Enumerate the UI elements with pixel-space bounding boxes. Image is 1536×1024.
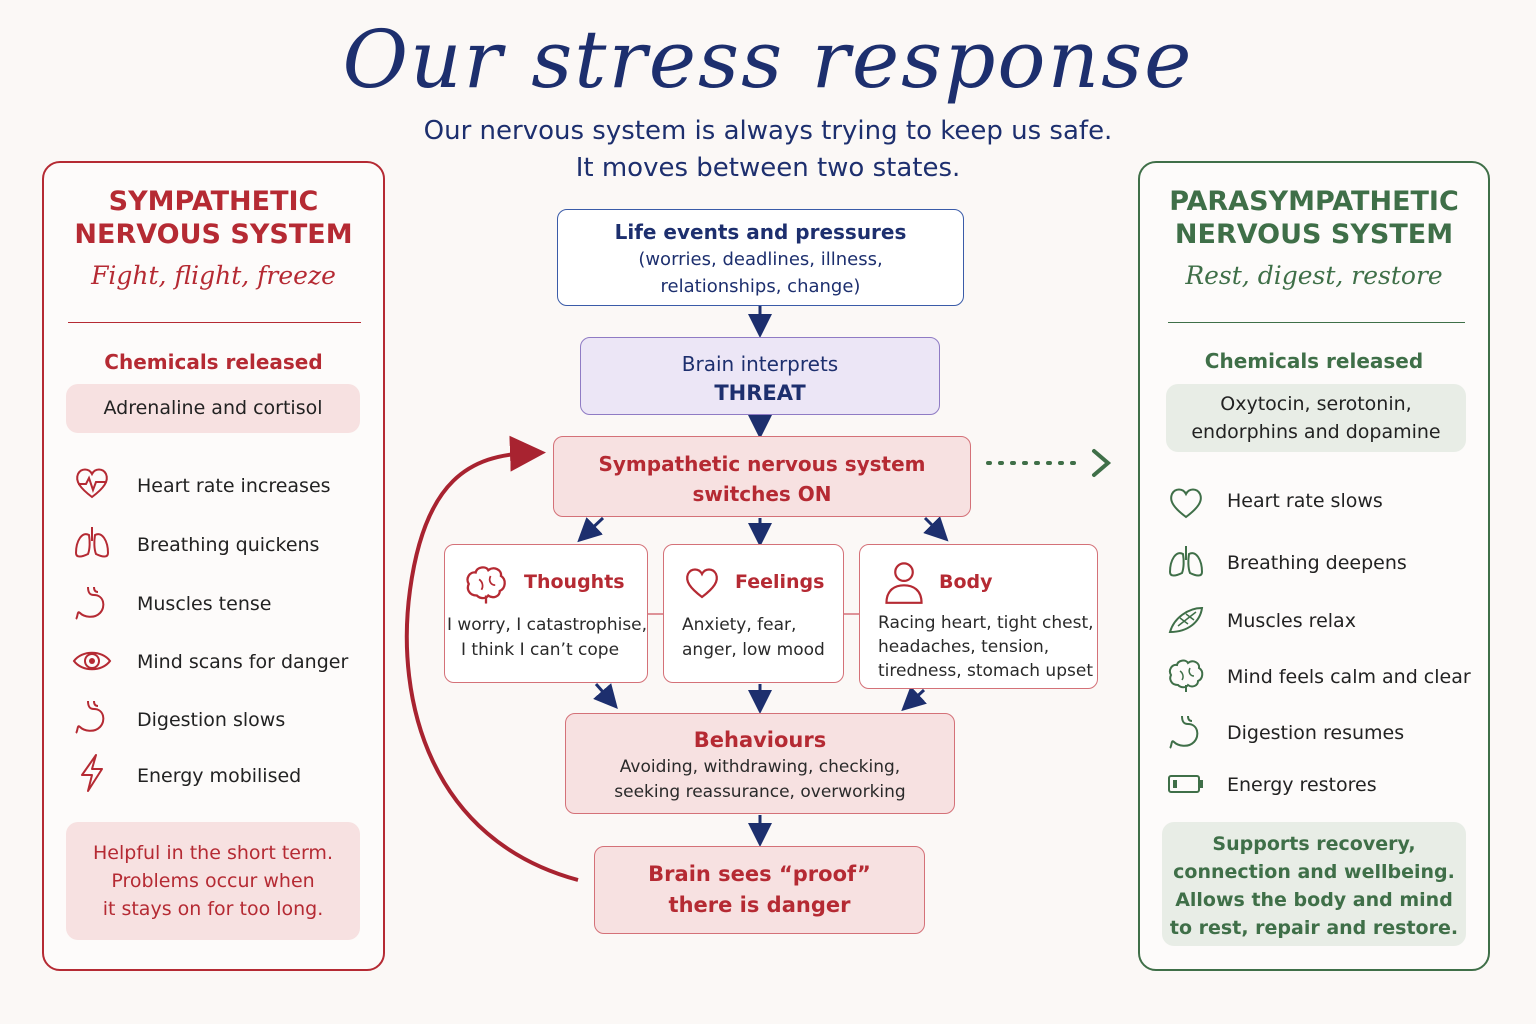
body-line: headaches, tension, (878, 637, 1050, 657)
note-line: Supports recovery, (1212, 833, 1416, 855)
person-icon (882, 559, 926, 609)
heart-icon (682, 563, 722, 607)
list-item: Heart rate slows (1227, 490, 1383, 512)
eye-icon (72, 641, 112, 685)
chemicals-line: endorphins and dopamine (1191, 421, 1441, 443)
heart-rate-icon (72, 463, 112, 507)
parasympathetic-note: Supports recovery, connection and wellbe… (1162, 822, 1466, 946)
page-title: Our stress response (342, 13, 1194, 106)
life-events-line: (worries, deadlines, illness, (638, 249, 883, 270)
lungs-icon (1166, 542, 1206, 586)
note-line: it stays on for too long. (102, 898, 324, 920)
stomach-icon (72, 583, 112, 627)
feelings-title: Feelings (735, 571, 825, 593)
life-events-box: Life events and pressures (worries, dead… (557, 209, 964, 306)
note-line: Problems occur when (111, 870, 315, 892)
life-events-title: Life events and pressures (614, 220, 907, 244)
chemicals-line: Oxytocin, serotonin, (1220, 393, 1412, 415)
parasympathetic-tagline: Rest, digest, restore (1185, 261, 1443, 290)
brain-icon (463, 561, 509, 611)
behaviours-title: Behaviours (693, 728, 827, 752)
sympathetic-panel: SYMPATHETIC NERVOUS SYSTEM Fight, flight… (42, 161, 385, 971)
threat-label: THREAT (714, 381, 806, 405)
parasympathetic-panel: PARASYMPATHETIC NERVOUS SYSTEM Rest, dig… (1138, 161, 1490, 971)
chemicals-box: Adrenaline and cortisol (66, 384, 360, 433)
feelings-box: Feelings Anxiety, fear, anger, low mood (663, 544, 844, 683)
list-item: Digestion resumes (1227, 722, 1405, 744)
body-box: Body Racing heart, tight chest, headache… (859, 544, 1098, 689)
chemicals-heading: Chemicals released (1204, 349, 1424, 373)
list-item: Heart rate increases (137, 475, 331, 497)
lightning-icon (72, 753, 112, 797)
note-line: Helpful in the short term. (93, 842, 333, 864)
feelings-line: Anxiety, fear, (682, 615, 797, 635)
list-item: Breathing deepens (1227, 552, 1407, 574)
note-line: Allows the body and mind (1175, 889, 1453, 911)
life-events-line: relationships, change) (660, 276, 861, 297)
subtitle-line-1: Our nervous system is always trying to k… (423, 116, 1113, 146)
sympathetic-switch-box: Sympathetic nervous system switches ON (553, 436, 971, 517)
list-item: Muscles tense (137, 593, 272, 615)
behaviours-line: Avoiding, withdrawing, checking, (619, 757, 901, 777)
feelings-line: anger, low mood (682, 640, 825, 660)
note-line: to rest, repair and restore. (1169, 917, 1459, 939)
stomach-icon (72, 697, 112, 741)
note-line: connection and wellbeing. (1173, 861, 1455, 883)
list-item: Energy mobilised (137, 765, 302, 787)
divider (1168, 322, 1465, 323)
sympathetic-tagline: Fight, flight, freeze (91, 261, 336, 290)
sympathetic-heading-1: SYMPATHETIC (108, 186, 319, 217)
brain-interprets-box: Brain interprets THREAT (580, 337, 940, 415)
brain-interprets-line: Brain interprets (681, 352, 839, 376)
thoughts-line: I think I can’t cope (461, 640, 620, 660)
body-line: Racing heart, tight chest, (878, 613, 1094, 633)
lungs-icon (72, 523, 112, 567)
sympathetic-heading-2: NERVOUS SYSTEM (74, 219, 353, 250)
muscle-icon (1166, 600, 1206, 644)
switch-line: Sympathetic nervous system (598, 452, 926, 476)
parasympathetic-heading-1: PARASYMPATHETIC (1169, 186, 1459, 217)
list-item: Digestion slows (137, 709, 286, 731)
list-item: Breathing quickens (137, 534, 320, 556)
parasympathetic-heading-2: NERVOUS SYSTEM (1174, 219, 1454, 250)
heart-icon (1166, 483, 1206, 527)
chemicals-box: Oxytocin, serotonin, endorphins and dopa… (1166, 384, 1466, 452)
brain-proof-box: Brain sees “proof” there is danger (594, 846, 925, 934)
sympathetic-note: Helpful in the short term. Problems occu… (66, 822, 360, 940)
brain-icon (1166, 655, 1206, 699)
subtitle-line-2: It moves between two states. (575, 153, 961, 183)
stomach-icon (1166, 712, 1206, 756)
list-item: Mind feels calm and clear (1227, 666, 1471, 688)
battery-icon (1166, 764, 1206, 808)
list-item: Mind scans for danger (137, 651, 349, 673)
chemicals-heading: Chemicals released (104, 350, 323, 374)
proof-line: Brain sees “proof” (648, 862, 871, 886)
list-item: Energy restores (1227, 774, 1377, 796)
proof-line: there is danger (668, 893, 851, 917)
thoughts-line: I worry, I catastrophise, (446, 615, 648, 635)
thoughts-title: Thoughts (524, 571, 625, 593)
thoughts-box: Thoughts I worry, I catastrophise, I thi… (444, 544, 648, 683)
behaviours-line: seeking reassurance, overworking (614, 782, 906, 802)
body-title: Body (939, 571, 993, 593)
body-line: tiredness, stomach upset (878, 661, 1093, 681)
behaviours-box: Behaviours Avoiding, withdrawing, checki… (565, 713, 955, 814)
switch-line: switches ON (692, 482, 832, 506)
list-item: Muscles relax (1227, 610, 1356, 632)
divider (68, 322, 361, 323)
